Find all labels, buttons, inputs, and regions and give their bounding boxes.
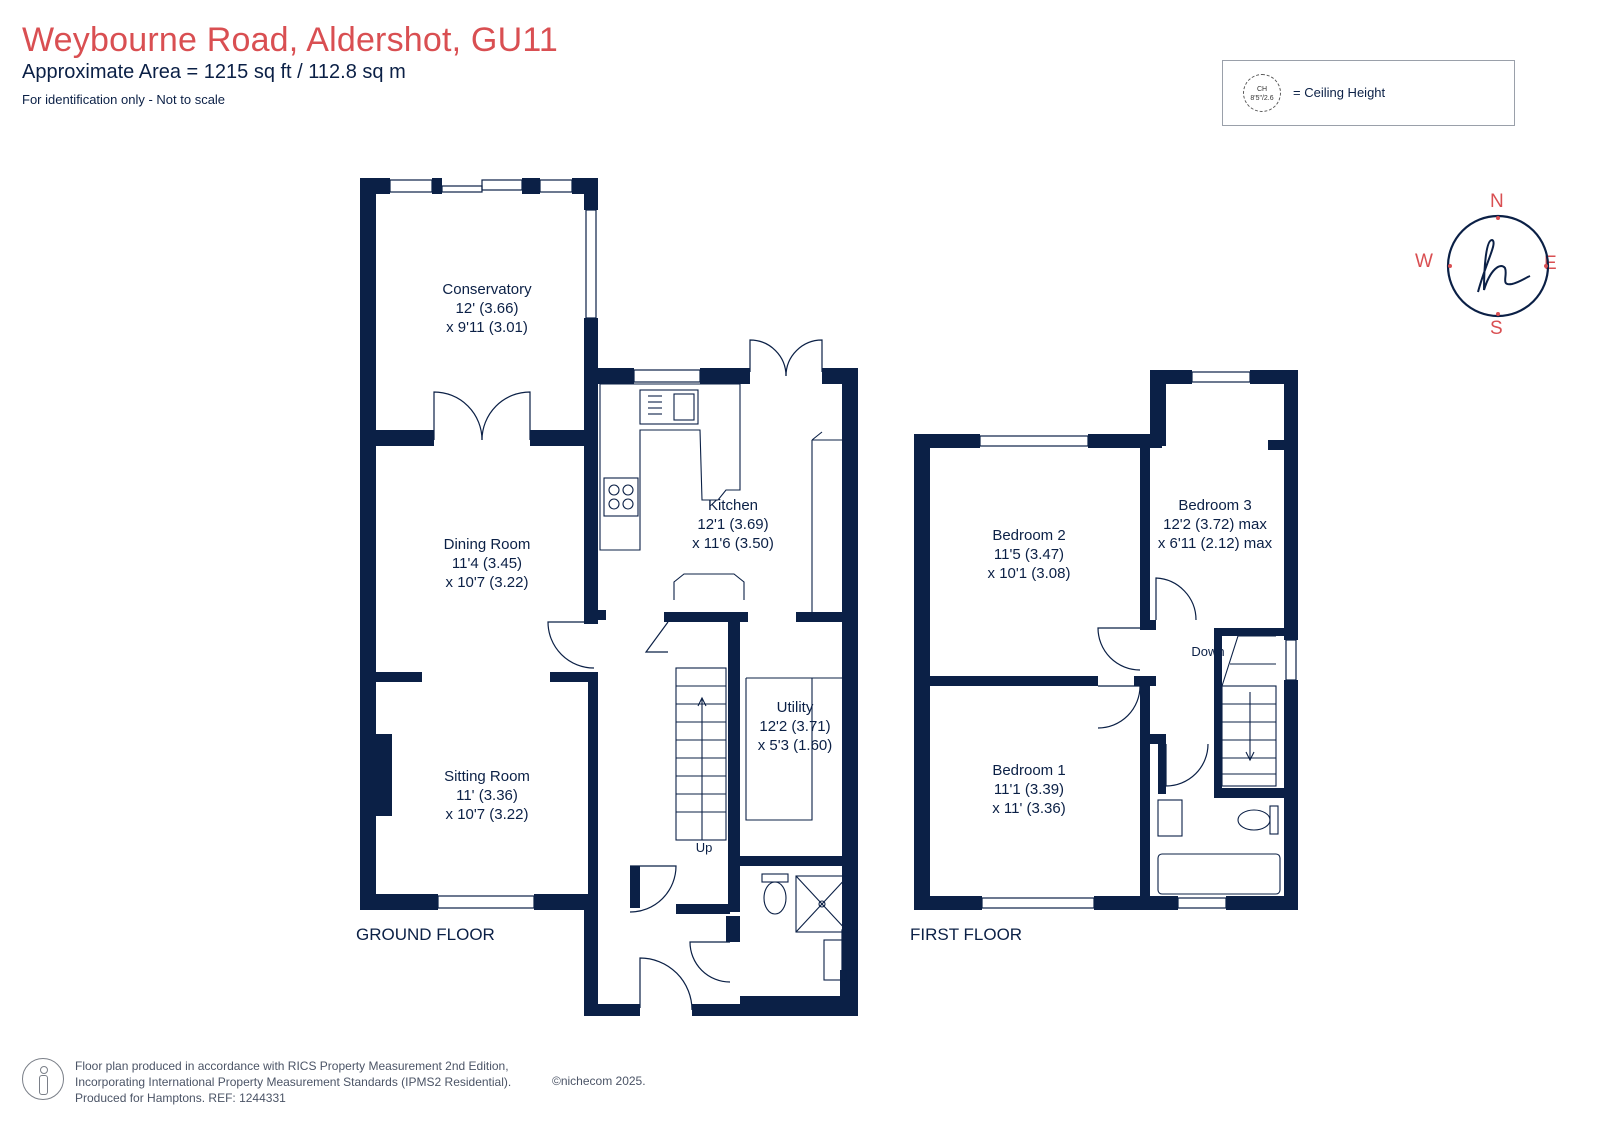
info-person-icon bbox=[22, 1058, 64, 1100]
area-summary: Approximate Area = 1215 sq ft / 112.8 sq… bbox=[22, 61, 406, 84]
bedroom-2-name: Bedroom 2 bbox=[992, 527, 1065, 544]
basin-icon bbox=[823, 939, 847, 981]
compass-west: W bbox=[1415, 251, 1433, 272]
hob-icon bbox=[603, 477, 639, 517]
disclaimer-note: For identification only - Not to scale bbox=[22, 92, 226, 108]
bedroom-1-dim1: 11'1 (3.39) bbox=[994, 781, 1064, 798]
bathroom-basin-icon bbox=[1157, 799, 1183, 837]
footer-brand: ©nichecom 2025. bbox=[552, 1074, 646, 1088]
stairs-up-label: Up bbox=[696, 840, 713, 855]
kitchen-dim1: 12'1 (3.69) bbox=[697, 516, 768, 533]
utility-dim1: 12'2 (3.71) bbox=[759, 718, 830, 735]
kitchen-name: Kitchen bbox=[708, 497, 758, 514]
bedroom-1-name: Bedroom 1 bbox=[992, 762, 1065, 779]
sink-icon bbox=[639, 389, 699, 425]
bathroom-fittings bbox=[1157, 799, 1281, 895]
first-floor-windows bbox=[979, 371, 1297, 909]
conservatory-dim1: 12' (3.66) bbox=[456, 300, 519, 317]
ground-floor-doors bbox=[433, 339, 823, 1011]
footer-line-1: Floor plan produced in accordance with R… bbox=[75, 1059, 509, 1073]
compass-south: S bbox=[1490, 318, 1503, 339]
wc-cistern-icon bbox=[761, 873, 789, 883]
toilet-icon bbox=[763, 881, 787, 915]
shower-tray-icon bbox=[795, 875, 849, 933]
dining-room-dim1: 11'4 (3.45) bbox=[452, 555, 522, 572]
header: Weybourne Road, Aldershot, GU11 Approxim… bbox=[22, 21, 559, 108]
sitting-room-dim2: x 10'7 (3.22) bbox=[446, 806, 529, 823]
footer-line-3: Produced for Hamptons. REF: 1244331 bbox=[75, 1091, 286, 1105]
compass-rose-icon bbox=[1446, 214, 1550, 318]
footer-text: Floor plan produced in accordance with R… bbox=[75, 1058, 511, 1106]
first-floor-doors bbox=[1097, 577, 1209, 787]
ground-room-labels: Conservatory 12' (3.66) x 9'11 (3.01) Di… bbox=[356, 281, 832, 944]
bedroom-3-dim1: 12'2 (3.72) max bbox=[1163, 516, 1267, 533]
bedroom-2-dim1: 11'5 (3.47) bbox=[994, 546, 1064, 563]
sitting-room-dim1: 11' (3.36) bbox=[456, 787, 518, 804]
bath-icon bbox=[1157, 853, 1281, 895]
ceiling-height-legend: CH 8'5"/2.6 = Ceiling Height bbox=[1222, 60, 1515, 126]
ground-floor-walls bbox=[360, 178, 858, 1016]
conservatory-name: Conservatory bbox=[442, 281, 532, 298]
bedroom-1-dim2: x 11' (3.36) bbox=[992, 800, 1065, 817]
first-room-labels: Bedroom 2 11'5 (3.47) x 10'1 (3.08) Bedr… bbox=[910, 497, 1273, 944]
utility-name: Utility bbox=[777, 699, 814, 716]
first-floor-walls bbox=[914, 370, 1298, 910]
first-floor-stairs bbox=[1221, 635, 1277, 787]
property-title: Weybourne Road, Aldershot, GU11 bbox=[22, 21, 559, 59]
first-floor-label: FIRST FLOOR bbox=[910, 925, 1022, 944]
ground-floor-label: GROUND FLOOR bbox=[356, 925, 495, 944]
bedroom-3-name: Bedroom 3 bbox=[1178, 497, 1251, 514]
conservatory-dim2: x 9'11 (3.01) bbox=[446, 319, 528, 336]
compass-north: N bbox=[1490, 191, 1504, 212]
bedroom-2-dim2: x 10'1 (3.08) bbox=[988, 565, 1071, 582]
bedroom-3-dim2: x 6'11 (2.12) max bbox=[1158, 535, 1273, 552]
legend-icon-line1: CH bbox=[1256, 86, 1268, 93]
ceiling-height-icon: CH 8'5"/2.6 bbox=[1243, 74, 1281, 112]
legend-icon-line2: 8'5"/2.6 bbox=[1250, 95, 1274, 102]
ground-floor-stairs bbox=[675, 667, 727, 841]
bathroom-toilet-icon bbox=[1237, 809, 1271, 831]
hamptons-logo-icon bbox=[1477, 238, 1531, 293]
footer-line-2: Incorporating International Property Mea… bbox=[75, 1075, 512, 1089]
stairs-down-label: Down bbox=[1191, 644, 1224, 659]
dining-room-dim2: x 10'7 (3.22) bbox=[446, 574, 529, 591]
kitchen-dim2: x 11'6 (3.50) bbox=[692, 535, 774, 552]
sitting-room-name: Sitting Room bbox=[444, 768, 530, 785]
legend-label: = Ceiling Height bbox=[1293, 85, 1386, 100]
dining-room-name: Dining Room bbox=[444, 536, 531, 553]
ground-wc-fittings bbox=[761, 873, 849, 981]
kitchen-fittings bbox=[599, 383, 842, 821]
ground-floor-windows bbox=[389, 179, 857, 971]
utility-dim2: x 5'3 (1.60) bbox=[758, 737, 833, 754]
